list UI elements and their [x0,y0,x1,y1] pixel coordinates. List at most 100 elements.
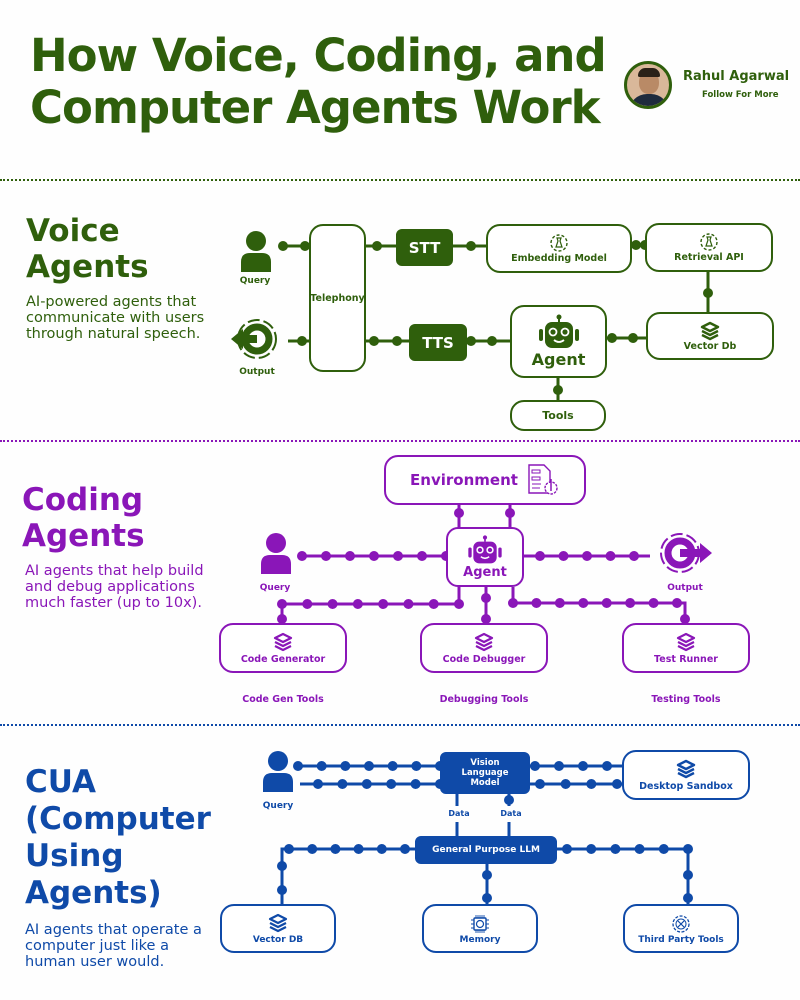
connector-dot [293,761,303,771]
coding-title-line1: Coding [22,482,144,518]
author-name[interactable]: Rahul Agarwal [683,69,790,84]
connector-dot [628,333,638,343]
connector-dot [683,893,693,903]
connector-dot [277,614,287,624]
connector-dot [610,844,621,854]
connector-dot [364,761,374,771]
connector-dot [530,761,540,771]
connector-dot [466,241,476,251]
connector-dot [330,844,341,854]
output-icon [658,530,714,576]
cua-vector-db-label: Vector DB [252,934,304,945]
connector-dot [508,598,518,608]
connector-dot [340,761,351,771]
connector-dot [578,598,589,608]
connector-dot [607,333,617,343]
query-user-icon [260,750,296,792]
stt-label: STT [408,238,441,257]
general-purpose-llm-node[interactable]: General Purpose LLM [415,836,557,864]
environment-node[interactable]: Environment [384,455,586,505]
general-llm-label: General Purpose LLM [432,845,540,855]
connector-dot [535,779,545,789]
data-flow-label: Data [500,809,522,818]
connector-dot [417,551,427,561]
connector-dot [672,598,682,608]
desktop-sandbox-label: Desktop Sandbox [639,780,733,792]
connector-dot [316,761,327,771]
voice-title-line2: Agents [26,249,149,285]
cua-query-label: Query [262,801,294,811]
connector-dot [658,844,669,854]
memory-node[interactable]: Memory [422,904,538,953]
gear-tools-icon [672,914,690,933]
connector-dot [400,844,410,854]
connector-dot [277,599,287,609]
page-title: How Voice, Coding, and Computer Agents W… [30,29,607,134]
connector-dot [403,599,414,609]
connector-dot [648,598,659,608]
connector-dot [369,336,379,346]
connector-dot [586,844,597,854]
connector-dot [302,599,313,609]
connector-dot [337,779,348,789]
connector-dot [454,599,464,609]
divider-voice [0,179,800,181]
connector-dot [466,336,476,346]
connector-dot [361,779,372,789]
author-avatar[interactable] [624,61,672,109]
third-party-tools-node[interactable]: Third Party Tools [623,904,739,953]
connector-dot [393,551,403,561]
connector-dot [605,551,616,561]
connector-dot [376,844,387,854]
connector-dot [454,508,464,518]
chess-gear-icon [700,233,718,251]
connector-dot [582,551,592,561]
connector-dot [531,598,542,608]
connector-dot [372,241,382,251]
cua-section-title: CUA (Computer Using Agents) [25,764,211,912]
tts-node[interactable]: TTS [409,324,467,361]
connector-dot [277,885,287,895]
coding-output-label: Output [667,583,703,593]
desktop-sandbox-node[interactable]: Desktop Sandbox [622,750,750,800]
coding-query-label: Query [259,583,291,593]
tool-group-label: Debugging Tools [439,694,529,705]
connector-dot [369,551,379,561]
code-generator-node[interactable]: Code Generator [219,623,347,673]
author-follow-text[interactable]: Follow For More [702,90,779,100]
vision-language-model-node[interactable]: Vision Language Model [440,752,530,794]
telephony-label: Telephony [310,292,365,304]
connector-dot [625,598,636,608]
stt-node[interactable]: STT [396,229,453,266]
voice-title-line1: Voice [26,213,120,249]
retrieval-api-node[interactable]: Retrieval API [645,223,773,272]
robot-icon [468,534,502,563]
tools-node[interactable]: Tools [510,400,606,431]
connector-dot [560,779,571,789]
avatar-body [629,94,669,106]
connector-dot [297,551,307,561]
vlm-label: Vision Language Model [461,758,509,788]
layers-icon [676,759,696,778]
vector-db-label: Vector Db [683,340,737,352]
divider-coding [0,440,800,442]
connector-dot [297,336,307,346]
embedding-model-node[interactable]: Embedding Model [486,224,632,273]
connector-dot [683,844,693,854]
voice-agent-node[interactable]: Agent [510,305,607,378]
connector-dot [629,551,639,561]
embedding-model-label: Embedding Model [511,253,607,264]
connector-dot [562,844,572,854]
code-debugger-node[interactable]: Code Debugger [420,623,548,673]
connector-dot [612,779,622,789]
layers-icon [676,632,696,651]
environment-label: Environment [410,471,518,489]
telephony-node[interactable]: Telephony [309,224,366,372]
chess-gear-icon [550,234,568,252]
connector-dot [313,779,323,789]
coding-agent-node[interactable]: Agent [446,527,524,587]
vector-db-node[interactable]: Vector Db [646,312,774,360]
test-runner-node[interactable]: Test Runner [622,623,750,673]
cua-vector-db-node[interactable]: Vector DB [220,904,336,953]
cua-title-line1: CUA [25,764,96,800]
